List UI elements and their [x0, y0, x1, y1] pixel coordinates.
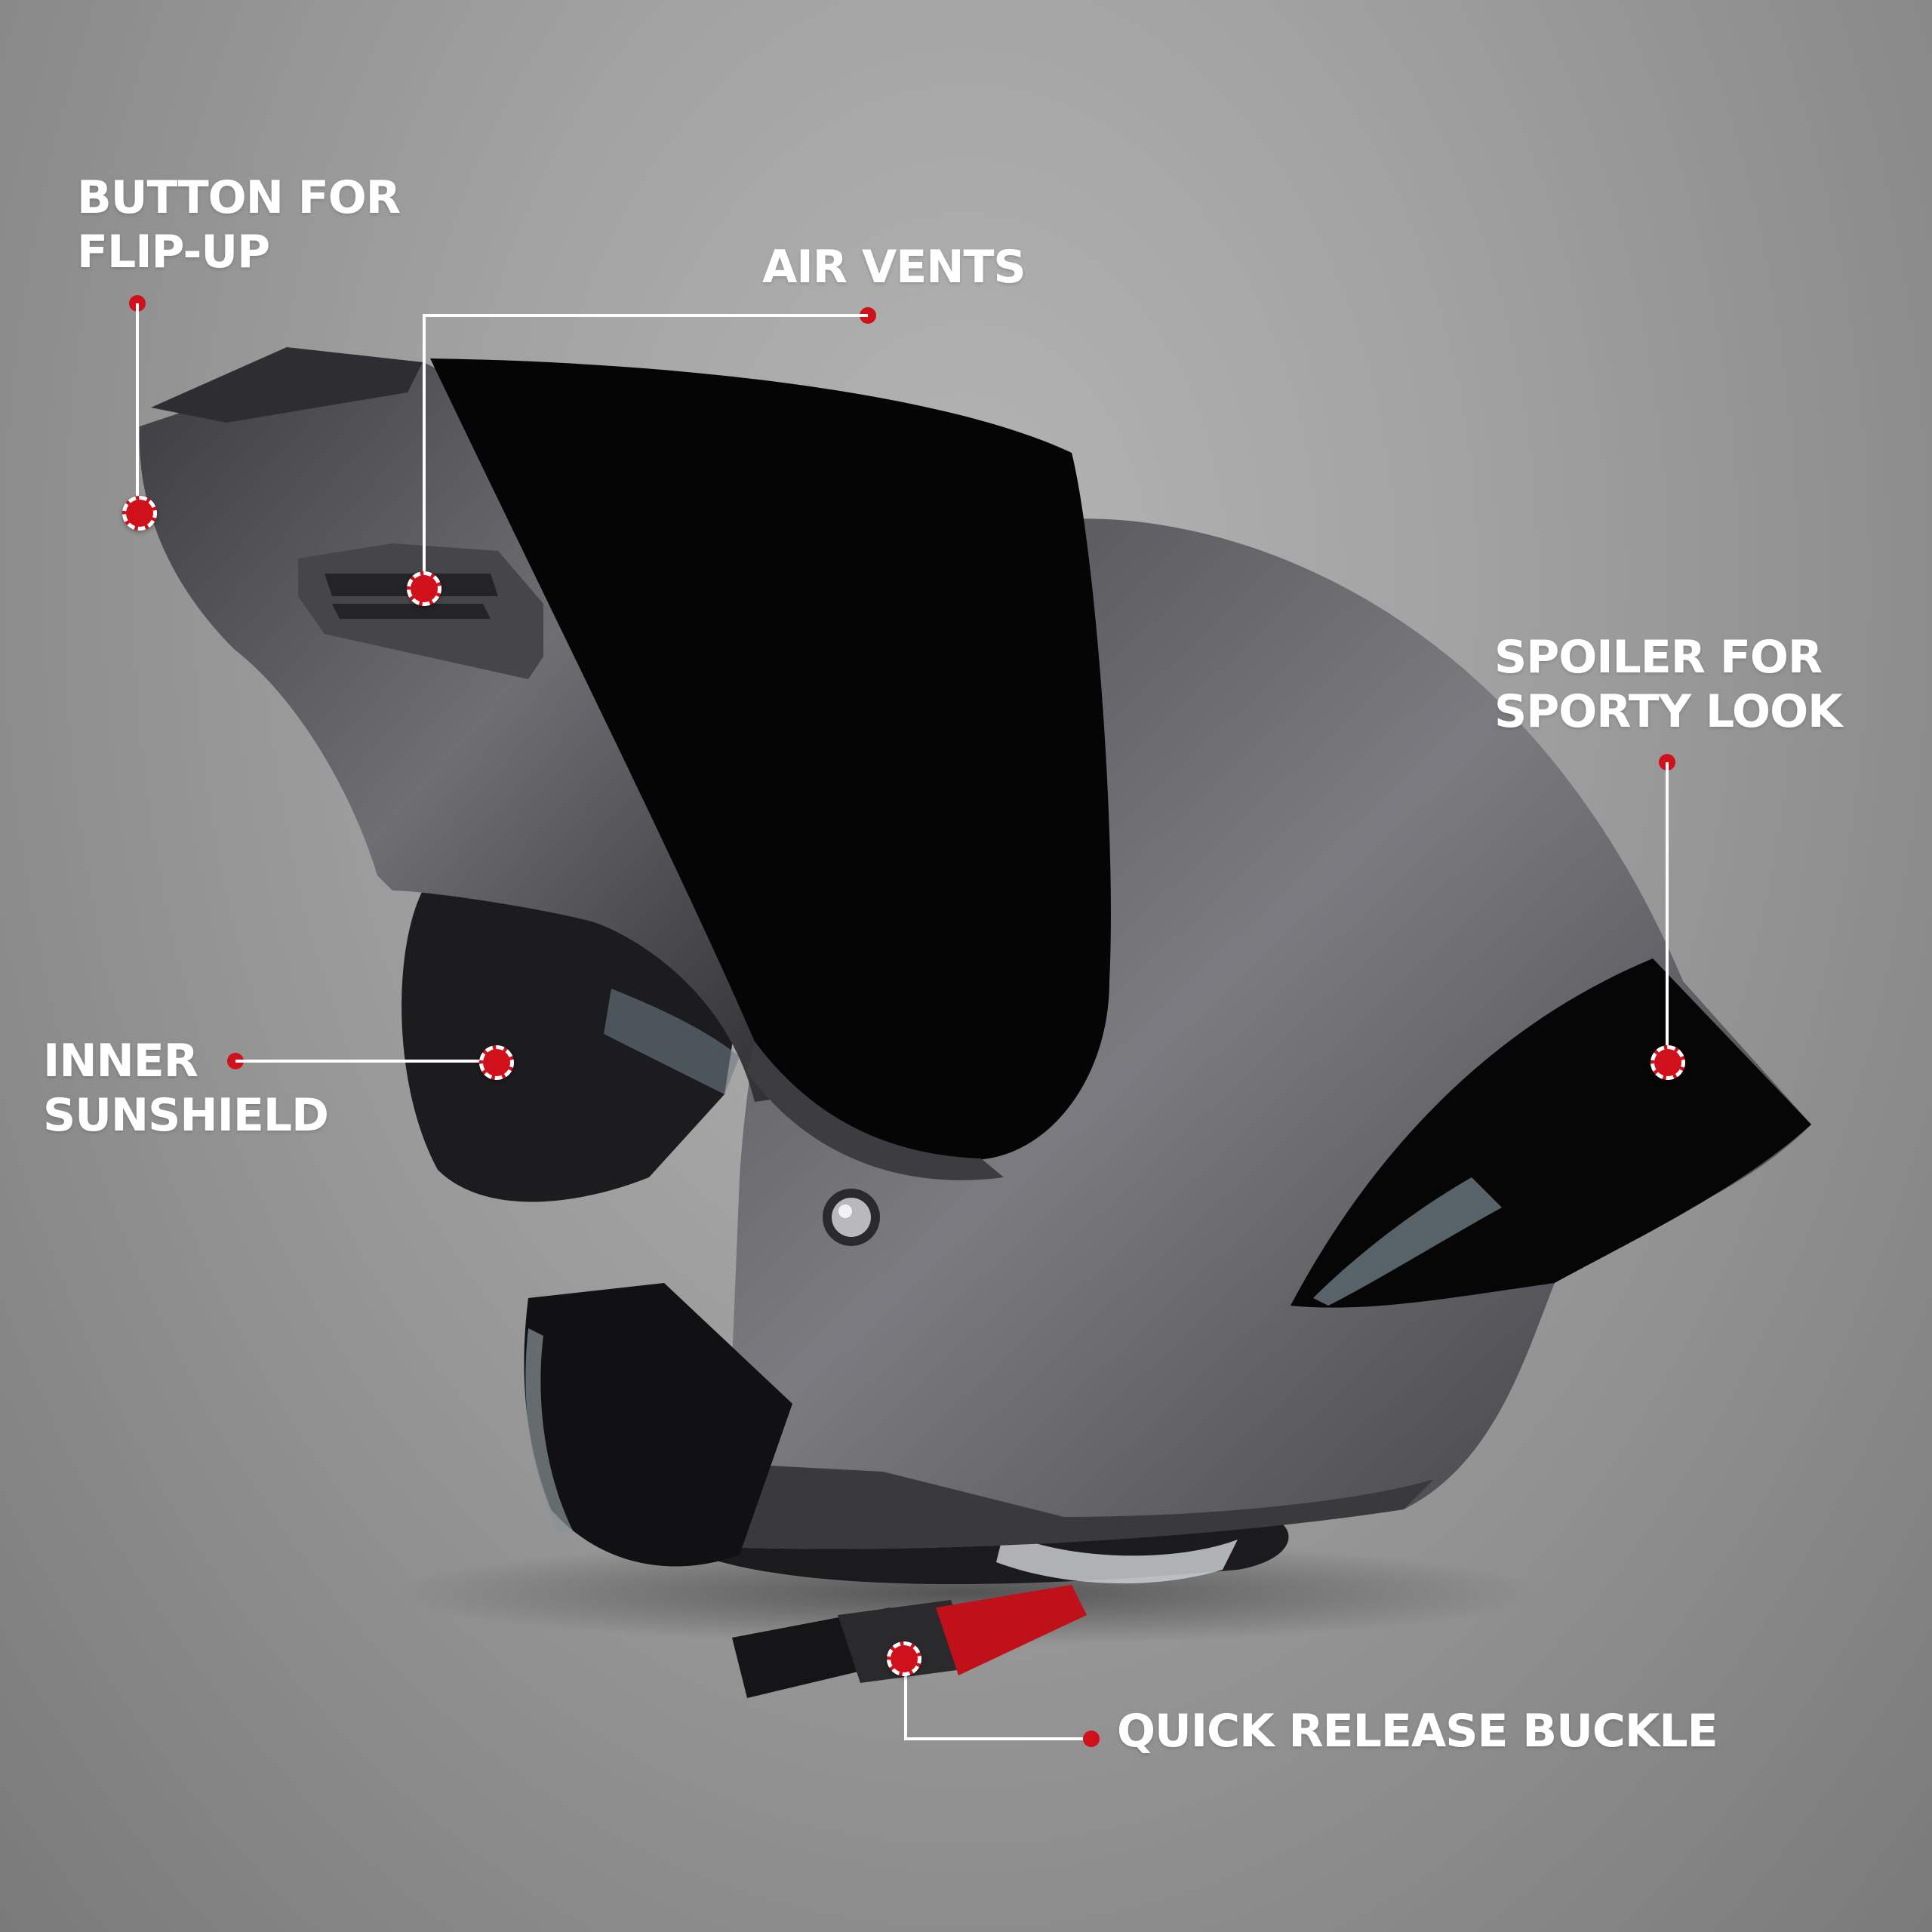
spoiler-glare: [1313, 1177, 1502, 1306]
callout-line: FLIP-UP: [77, 226, 270, 278]
callout-line: SPORTY LOOK: [1494, 685, 1843, 738]
buckle-release-tab: [936, 1585, 1087, 1675]
leader-line: [235, 1060, 497, 1063]
callout-line: QUICK RELEASE BUCKLE: [1117, 1705, 1718, 1758]
sunshield-glare: [604, 989, 740, 1094]
hotspot-flip-up-button[interactable]: [122, 496, 157, 531]
leader-line: [904, 1659, 907, 1739]
chin-bar-top-edge: [151, 347, 423, 423]
hotspot-quick-release-buckle[interactable]: [887, 1641, 921, 1676]
callout-line: SUNSHIELD: [43, 1089, 329, 1142]
shell-bottom-trim: [724, 1464, 1434, 1549]
callout-label-inner-sunshield: INNER SUNSHIELD: [43, 1034, 329, 1143]
visor: [430, 358, 1111, 1161]
leader-line: [423, 314, 426, 589]
hotspot-inner-sunshield[interactable]: [479, 1045, 514, 1080]
callout-line: INNER: [43, 1035, 198, 1088]
callout-label-flip-up-button: BUTTON FOR FLIP-UP: [77, 171, 401, 279]
leader-line: [904, 1737, 1091, 1740]
chin-guard: [524, 1283, 792, 1567]
hotspot-spoiler[interactable]: [1651, 1045, 1685, 1080]
pivot-bolt-cap: [832, 1198, 871, 1237]
air-vent-slot-2: [332, 604, 491, 619]
callout-line: AIR VENTS: [762, 241, 1026, 294]
hotspot-air-vents[interactable]: [407, 571, 441, 606]
callout-line: BUTTON FOR: [77, 171, 401, 224]
callout-dot: [1083, 1730, 1100, 1747]
chin-guard-edge: [525, 1328, 574, 1532]
leader-line: [136, 303, 139, 513]
inner-sunshield-lens: [401, 891, 740, 1202]
chin-bar: [139, 355, 808, 1102]
visor-rim: [747, 1041, 1004, 1180]
callout-line: SPOILER FOR: [1494, 631, 1823, 684]
callout-label-quick-release-buckle: QUICK RELEASE BUCKLE: [1117, 1704, 1718, 1758]
callout-dot: [860, 307, 876, 324]
callout-label-spoiler: SPOILER FOR SPORTY LOOK: [1494, 630, 1843, 739]
callout-label-air-vents: AIR VENTS: [762, 240, 1026, 294]
leader-line: [1666, 762, 1669, 1063]
leader-line: [423, 314, 868, 317]
liner-mesh: [996, 1532, 1238, 1584]
